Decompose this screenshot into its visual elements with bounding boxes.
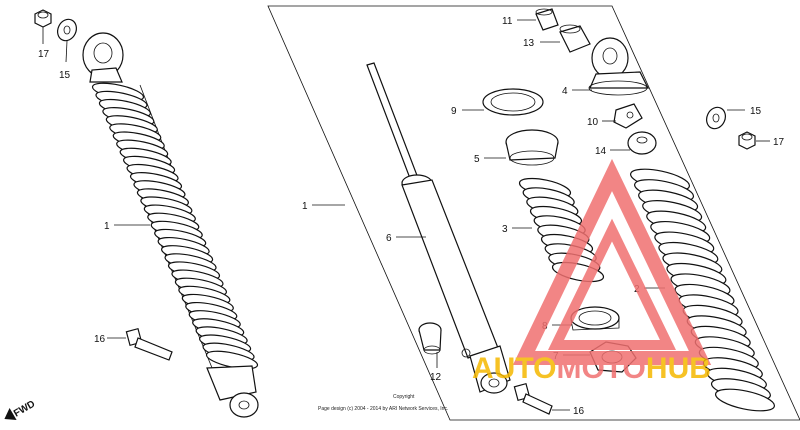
fwd-label: FWD [12, 399, 37, 420]
seal-ring-9 [482, 88, 544, 116]
copyright-notice: Copyright Page design (c) 2004 - 2014 by… [318, 394, 448, 412]
leader-lines [42, 19, 770, 411]
callout-15-left: 15 [59, 70, 71, 81]
bump-rubber-14 [627, 131, 657, 155]
copyright-line-2: Page design (c) 2004 - 2014 by ARI Netwo… [318, 406, 448, 412]
spring-coil [714, 388, 776, 412]
bushing-13 [559, 24, 591, 53]
fwd-arrow-icon [4, 407, 17, 421]
collar-11 [535, 8, 559, 31]
callout-4: 4 [562, 86, 568, 97]
outer-spring-2 [629, 168, 776, 412]
callout-17-right: 17 [773, 137, 785, 148]
lower-mount-eye [206, 365, 259, 418]
assembled-shock-absorber [34, 9, 259, 418]
callout-1-left: 1 [104, 221, 110, 232]
callout-13: 13 [523, 38, 535, 49]
upper-mount-eye [82, 32, 124, 83]
left-coil-stack [91, 82, 259, 370]
stopper-rubber-10 [613, 103, 643, 129]
callout-17-left: 17 [38, 49, 50, 60]
watermark-text: AUTOMOTOHUB [472, 352, 711, 385]
upper-joint-4 [588, 37, 649, 96]
callout-15-right: 15 [750, 106, 762, 117]
washer-15-left [57, 18, 77, 42]
callout-14: 14 [595, 146, 607, 157]
bolt-16-right [513, 382, 553, 415]
nut-17-left [34, 9, 52, 28]
forward-direction-indicator: FWD [4, 399, 37, 421]
callout-9: 9 [451, 106, 457, 117]
callout-16-right: 16 [573, 406, 585, 417]
callout-11: 11 [502, 16, 513, 27]
spring-seat-5 [505, 129, 559, 166]
callout-3: 3 [502, 224, 508, 235]
callout-6: 6 [386, 233, 392, 244]
bushing-12 [418, 322, 442, 355]
callout-labels: 17 15 1 16 1 6 9 5 11 13 4 10 14 15 17 3… [38, 16, 785, 417]
damper-unit-6 [366, 62, 511, 394]
bolt-16-left [125, 327, 173, 361]
copyright-line-1: Copyright [393, 394, 415, 400]
callout-1-center: 1 [302, 201, 308, 212]
callout-5: 5 [474, 154, 480, 165]
callout-10: 10 [587, 117, 599, 128]
exploded-view-frame [267, 5, 800, 421]
washer-15-right [706, 106, 726, 130]
automotohub-watermark: AUTOMOTOHUB [472, 158, 712, 385]
watermark-triangle-logo [512, 158, 712, 365]
callout-16-left: 16 [94, 334, 106, 345]
nut-17-right [738, 131, 756, 150]
callout-12: 12 [430, 372, 442, 383]
